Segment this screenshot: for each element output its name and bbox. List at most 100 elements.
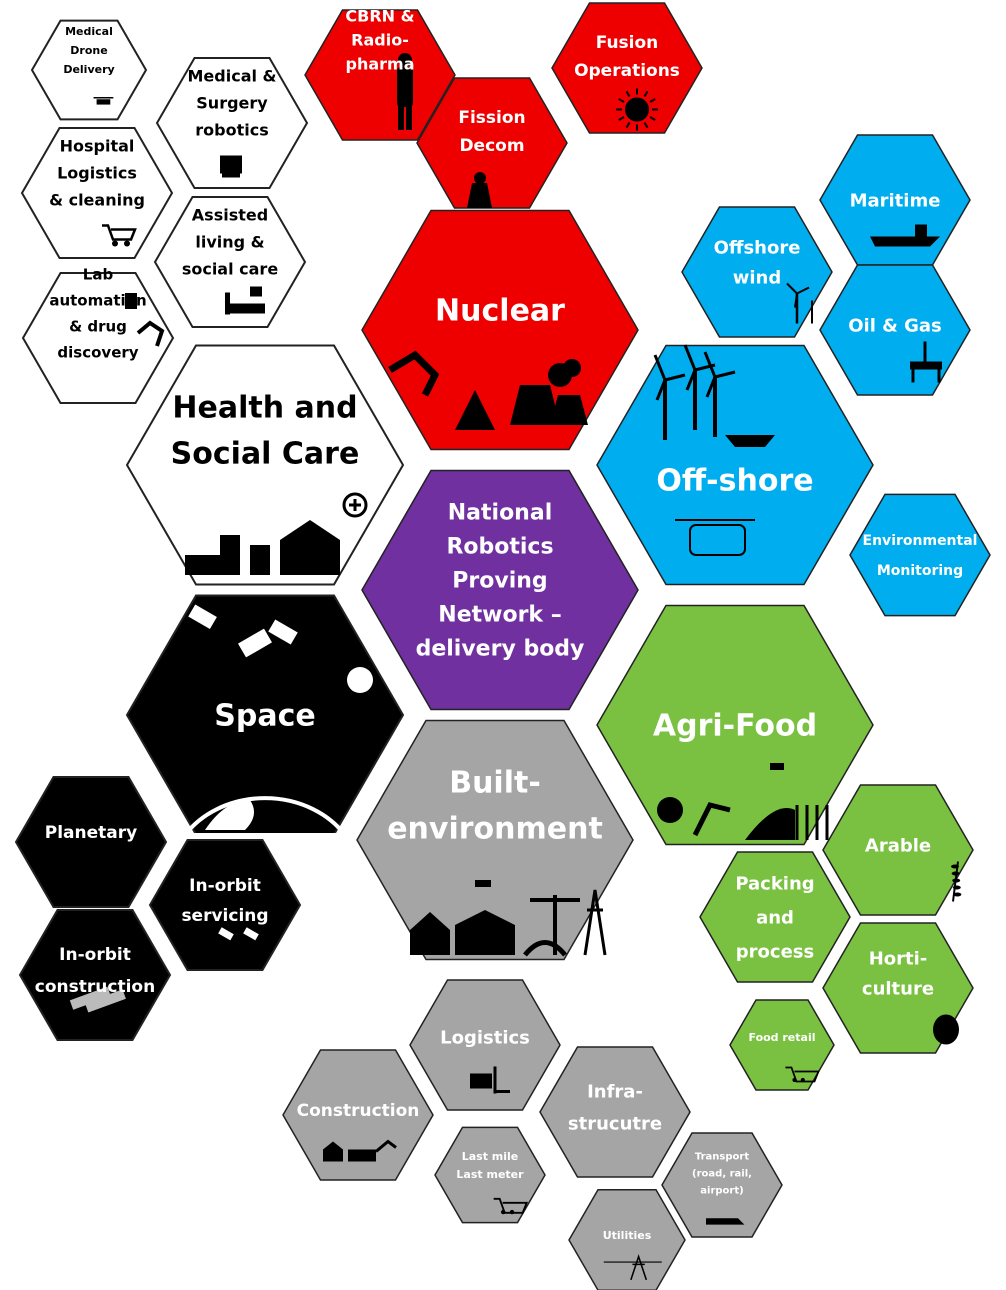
hex-assisted-label-line: Assisted	[192, 206, 268, 225]
digger-icon	[323, 1139, 397, 1162]
hex-maritime: Maritime	[819, 134, 971, 266]
hex-lab-label-line: & drug	[69, 317, 127, 335]
hex-last-mile-shape	[434, 1126, 546, 1224]
hex-core-label-line: National	[448, 501, 552, 526]
hex-offshore-wind-label-line: Offshore	[714, 237, 801, 258]
hex-planetary-shape	[14, 776, 168, 908]
hex-fusion-label-line: Fusion	[596, 33, 659, 53]
hex-infrastructure-label-line: Infra-	[587, 1081, 643, 1102]
satellite-icon	[218, 927, 259, 941]
hex-packing-shape	[699, 851, 851, 983]
robot-icon	[220, 155, 242, 178]
hex-surgery-shape	[155, 57, 309, 189]
hex-fission-shape	[416, 77, 568, 209]
hex-packing-label-line: Packing	[735, 873, 814, 894]
space-icon	[180, 604, 373, 837]
hex-transport-label-line: airport)	[700, 1186, 743, 1197]
ship-icon	[870, 224, 940, 247]
hex-planetary: Planetary	[14, 776, 168, 908]
hex-lab-label-line: Lab	[83, 265, 114, 283]
nuclear-icon	[388, 350, 588, 430]
hex-offshore-label-line: Off-shore	[656, 464, 813, 499]
hex-transport-shape	[661, 1132, 783, 1238]
hex-nuclear: Nuclear	[361, 209, 639, 451]
hex-offshore-wind-label-line: wind	[733, 267, 782, 288]
hex-env-monitoring-shape	[849, 493, 991, 617]
hex-assisted-shape	[153, 196, 307, 328]
hex-logistics: Logistics	[409, 979, 561, 1111]
hex-construction: Construction	[282, 1049, 434, 1181]
hex-in-orbit-servicing-shape	[148, 839, 302, 971]
hex-oil-gas: Oil & Gas	[819, 264, 971, 396]
hex-agrifood: Agri-Food	[596, 604, 874, 846]
forklift-icon	[470, 1066, 510, 1094]
hex-space: Space	[125, 594, 405, 837]
hex-agrifood-shape	[596, 604, 874, 846]
hex-utilities-label-line: Utilities	[603, 1229, 652, 1242]
hex-packing-label-line: process	[736, 941, 814, 962]
hex-core-shape	[361, 469, 639, 711]
offshore-icon	[653, 344, 775, 556]
hex-lab: Lab automation & drug discovery	[21, 265, 175, 404]
hex-health-label-line: Social Care	[171, 437, 360, 472]
hex-core-label-line: Network –	[438, 603, 561, 628]
hex-space-label-line: Space	[214, 699, 315, 734]
hex-lab-label-line: discovery	[57, 343, 138, 361]
built-icon	[410, 880, 607, 957]
hex-construction-label-line: Construction	[297, 1101, 420, 1121]
rig-icon	[910, 341, 942, 383]
cart-icon	[785, 1066, 820, 1083]
wheat-icon	[951, 861, 962, 902]
hex-food-retail-label-line: Food retail	[749, 1031, 816, 1044]
hex-food-retail: Food retail	[729, 999, 835, 1091]
arm-icon	[125, 293, 165, 347]
hex-infrastructure-label-line: strucutre	[568, 1113, 662, 1134]
hex-assisted-label-line: living &	[195, 233, 264, 252]
hex-fission-label-line: Decom	[459, 136, 524, 156]
hex-logistics-shape	[409, 979, 561, 1111]
station-icon	[69, 986, 126, 1013]
hex-planetary-label-line: Planetary	[45, 823, 137, 843]
hex-health-label-line: Health and	[172, 391, 357, 426]
tower-icon	[467, 172, 492, 208]
hex-lab-label-line: automation	[49, 291, 146, 309]
hex-drone-delivery-shape	[30, 19, 148, 121]
cart-icon	[493, 1197, 529, 1215]
hex-utilities: Utilities	[568, 1189, 686, 1290]
hex-infrastructure-shape	[539, 1046, 691, 1178]
hex-core-label-line: delivery body	[416, 637, 585, 662]
sun-icon	[616, 88, 658, 131]
hex-cbrn-shape	[304, 9, 456, 141]
hex-horticulture-label-line: Horti-	[869, 948, 928, 969]
berry-icon	[933, 1014, 959, 1045]
hex-fusion-label-line: Operations	[574, 61, 680, 81]
cart-icon	[102, 224, 137, 247]
hex-drone-delivery-label-line: Drone	[70, 44, 107, 57]
health-icon	[185, 492, 368, 575]
hex-last-mile-label-line: Last mile	[462, 1150, 519, 1163]
hex-built-label-line: environment	[387, 812, 603, 847]
hex-hospital-label-line: Hospital	[60, 137, 135, 156]
hex-surgery-label-line: Surgery	[196, 94, 268, 113]
agri-icon	[657, 763, 829, 840]
hex-drone-delivery-label-line: Delivery	[63, 63, 114, 76]
hex-horticulture-label-line: culture	[862, 978, 934, 999]
hex-env-monitoring-label-line: Monitoring	[877, 563, 963, 579]
hex-offshore: Off-shore	[596, 344, 874, 586]
hex-built-label-line: Built-	[449, 766, 541, 801]
hex-transport-label-line: Transport	[695, 1152, 749, 1163]
hex-arable-label-line: Arable	[865, 835, 931, 856]
hex-fission-label-line: Fission	[458, 108, 525, 128]
hex-logistics-label-line: Logistics	[440, 1027, 530, 1048]
hex-fusion-shape	[551, 2, 703, 134]
hex-built: Built-environment	[356, 719, 634, 961]
train-icon	[706, 1218, 745, 1225]
hex-utilities-shape	[568, 1189, 686, 1290]
